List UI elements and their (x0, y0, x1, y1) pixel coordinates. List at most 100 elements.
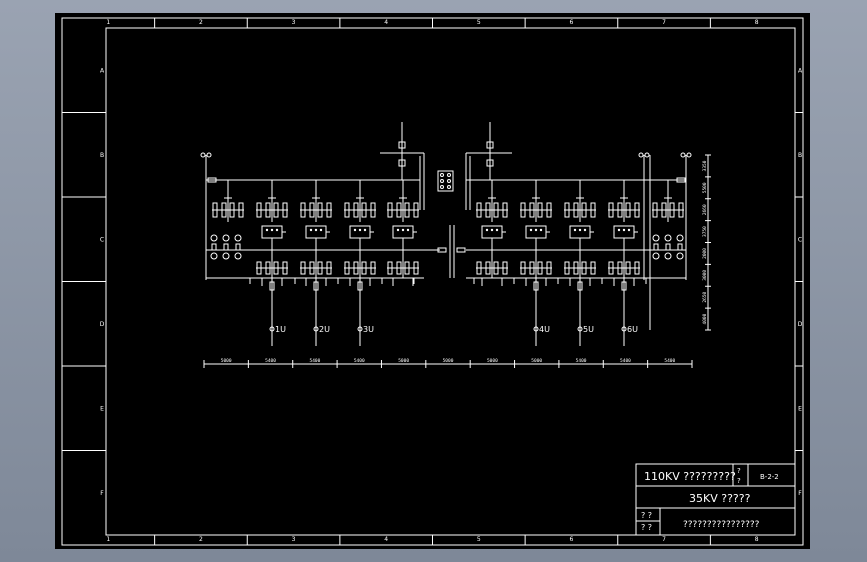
insulator-right-c (638, 152, 644, 158)
bus-tie-transformer (437, 170, 454, 192)
breaker-bay (476, 225, 508, 286)
dimension-value: 5400 (664, 358, 675, 364)
title-sheet-mark-2: ? (737, 477, 741, 485)
column-label: 6 (570, 19, 574, 26)
row-label: A (798, 67, 803, 74)
dimension-value: 5000 (487, 358, 498, 364)
breaker-incoming-left (398, 159, 406, 167)
dimension-value: 5000 (443, 358, 454, 364)
column-label: 4 (384, 19, 388, 26)
column-label: 8 (755, 19, 759, 26)
column-label: 4 (384, 536, 388, 543)
feeder-ct (357, 281, 363, 291)
pt-group-right (652, 234, 684, 260)
feeder-label: 5U (583, 325, 594, 334)
feeder-ct (577, 281, 583, 291)
breaker-bay (387, 225, 419, 286)
sign-label-1: ? ? (641, 511, 652, 520)
sign-label-2: ? ? (641, 523, 652, 532)
insulator-right-a (680, 152, 686, 158)
breaker-bay (564, 225, 596, 286)
column-label: 3 (292, 536, 296, 543)
feeder-terminal (577, 326, 583, 332)
feeder-terminal (357, 326, 363, 332)
column-label: 8 (755, 536, 759, 543)
feeder-terminal (621, 326, 627, 332)
disconnector-bay (476, 180, 508, 222)
vertical-dimension-chain: 3350 5500 2660 3750 2000 3000 2650 4000 (649, 154, 711, 331)
disconnector-bay (652, 180, 684, 222)
feeder-terminal (533, 326, 539, 332)
vertical-dimension-value: 3750 (702, 226, 708, 237)
title-footer-text: ???????????????? (683, 520, 760, 530)
dimension-value: 5400 (265, 358, 276, 364)
dimension-value: 5000 (398, 358, 409, 364)
tie-terminal-2 (447, 173, 451, 177)
breaker-incoming-right (486, 159, 494, 167)
column-label: 5 (477, 19, 481, 26)
breaker-bay (520, 225, 552, 286)
vertical-dimension-value: 2660 (702, 204, 708, 215)
title-project-text: 110KV ????????? (644, 470, 736, 483)
busbar-end-fitting-right (676, 177, 686, 183)
row-label: C (798, 236, 802, 243)
column-label: 2 (199, 19, 203, 26)
row-label: B (100, 152, 104, 159)
column-label: 6 (570, 536, 574, 543)
tie-terminal-4 (447, 179, 451, 183)
tie-terminal-5 (440, 185, 444, 189)
feeder-ct (533, 281, 539, 291)
column-label: 7 (662, 19, 666, 26)
row-label: D (798, 321, 803, 328)
vertical-dimension-value: 3350 (702, 160, 708, 171)
row-label: D (100, 321, 105, 328)
vertical-dimension-value: 4000 (702, 313, 708, 324)
feeder-label: 2U (319, 325, 330, 334)
drawing-title: 35KV ????? (689, 492, 751, 505)
breaker-bay (300, 225, 332, 286)
breaker-bay (256, 225, 288, 286)
disconnector-incoming-right (486, 141, 494, 149)
feeder-terminal (269, 326, 275, 332)
row-label: C (100, 236, 104, 243)
dimension-value: 5400 (309, 358, 320, 364)
feeder-label: 3U (363, 325, 374, 334)
feeder-terminal (313, 326, 319, 332)
disconnector-bay (608, 180, 640, 222)
feeder-ct (313, 281, 319, 291)
feeder-label: 1U (275, 325, 286, 334)
disconnector-bay (520, 180, 552, 222)
vertical-dimension-value: 2000 (702, 248, 708, 259)
column-label: 5 (477, 536, 481, 543)
dimension-value: 5400 (576, 358, 587, 364)
insulator-right-d (644, 152, 650, 158)
vertical-dimension-value: 3000 (702, 270, 708, 281)
title-sheet-mark-1: ? (737, 467, 741, 475)
disconnector-bay (256, 180, 288, 222)
tie-terminal-3 (440, 179, 444, 183)
insulator-right-b (686, 152, 692, 158)
feeder-label: 6U (627, 325, 638, 334)
title-block: 110KV ????????? ? ? B-2-2 35KV ????? ? ?… (635, 463, 796, 536)
dimension-value: 5000 (221, 358, 232, 364)
dimension-value: 5000 (531, 358, 542, 364)
horizontal-dimension-chain: 5000 5400 5400 5400 5000 5000 5000 5000 5400 5400… (203, 358, 693, 368)
breaker-bay (344, 225, 376, 286)
vertical-dimension-value: 2650 (702, 291, 708, 302)
pt-group-left (210, 234, 242, 260)
tie-terminal-1 (440, 173, 444, 177)
dimension-value: 5400 (620, 358, 631, 364)
feeder-ct (621, 281, 627, 291)
disconnector-bay (212, 180, 244, 222)
column-label: 7 (662, 536, 666, 543)
vertical-dimension-value: 5500 (702, 182, 708, 193)
insulator-left-b (206, 152, 212, 158)
disconnector-bay (344, 180, 376, 222)
tie-terminal-6 (447, 185, 451, 189)
row-label: A (100, 67, 105, 74)
row-label: E (100, 405, 104, 412)
switchgear-bays (212, 180, 684, 286)
